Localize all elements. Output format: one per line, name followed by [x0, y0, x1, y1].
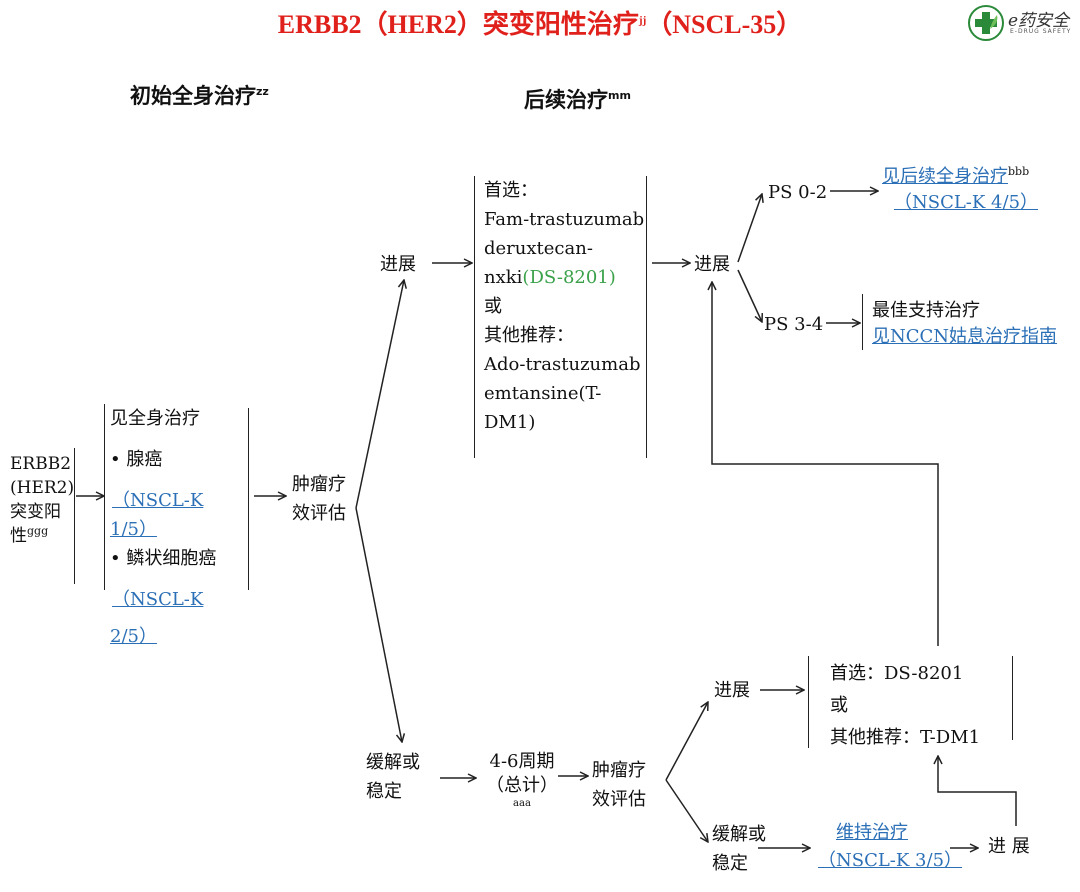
subsequent-therapy-box: 首选： Fam-trastuzumab deruxtecan- nxki(DS-… [484, 180, 645, 433]
support-bracket [862, 294, 863, 350]
arrow-assess2-to-response2 [665, 779, 708, 842]
link-nscl-k-2-5-a[interactable]: （NSCL-K [112, 589, 204, 610]
link-nscl-k-1-5-b[interactable]: 1/5） [110, 519, 157, 540]
lower-box-left-border [808, 656, 809, 748]
progress-label-4: 进 展 [988, 836, 1030, 857]
link-nscl-k-3-5[interactable]: （NSCL-K 3/5） [818, 850, 963, 871]
cycles-4-6: 4-6周期 （总计） aaa [486, 751, 558, 809]
logo [968, 5, 1004, 41]
initial-therapy-box: 见全身治疗 • 腺癌 （NSCL-K 1/5） • 鳞状细胞癌 （NSCL-K … [110, 408, 217, 647]
page-title: ERBB2（HER2）突变阳性治疗jj（NSCL-35） [277, 10, 803, 39]
response-or-stable-1: 缓解或稳定 [366, 752, 420, 802]
link-nccn-palliative[interactable]: 见NCCN姑息治疗指南 [872, 326, 1058, 347]
arrow-progress-to-ps02 [737, 194, 762, 263]
progress-label-2: 进展 [694, 254, 730, 275]
progress-label-1: 进展 [380, 254, 416, 275]
link-nscl-k-1-5-a[interactable]: （NSCL-K [112, 490, 204, 511]
initial-box-right-border [248, 408, 249, 590]
link-nscl-k-2-5-b[interactable]: 2/5） [110, 626, 157, 647]
cross-leaf-icon [968, 5, 1004, 41]
arrow-lower-box-loop [712, 282, 939, 646]
arrow-progress-to-ps34 [737, 269, 762, 322]
ps-3-4-label: PS 3-4 [764, 314, 824, 335]
link-nscl-k-4-5[interactable]: （NSCL-K 4/5） [894, 192, 1039, 213]
arrow-assess-to-response [355, 507, 402, 742]
entry-erbb2-mutation: ERBB2 (HER2) 突变阳 性ggg [10, 454, 75, 546]
ps-0-2-label: PS 0-2 [768, 182, 828, 203]
maintenance-therapy-link[interactable]: 维持治疗 [836, 822, 908, 843]
tumor-response-assessment-1: 肿瘤疗效评估 [292, 474, 346, 524]
lower-treatment-box: 首选：DS-8201 或 其他推荐：T-DM1 [830, 663, 981, 748]
entry-bracket [74, 448, 75, 584]
subsequent-box-left-border [474, 176, 475, 458]
arrow-assess-to-progress [355, 280, 404, 509]
subsequent-systemic-link[interactable]: 见后续全身治疗bbb [882, 165, 1030, 187]
progress-label-3: 进展 [714, 680, 750, 701]
best-supportive-care: 最佳支持治疗 [872, 300, 980, 321]
lower-box-right-border [1012, 656, 1013, 740]
arrow-assess2-to-progress3 [665, 702, 708, 781]
arrow-progress4-loop [938, 756, 1017, 826]
tumor-response-assessment-2: 肿瘤疗效评估 [592, 760, 646, 810]
logo-text: e药安全 [1008, 11, 1070, 31]
header-initial-therapy: 初始全身治疗zz [130, 84, 269, 108]
subsequent-box-right-border [646, 176, 647, 458]
response-or-stable-2: 缓解或稳定 [712, 824, 766, 874]
logo-subtext: E-DRUG SAFETY [1010, 28, 1072, 35]
header-subsequent-therapy: 后续治疗mm [524, 88, 631, 112]
